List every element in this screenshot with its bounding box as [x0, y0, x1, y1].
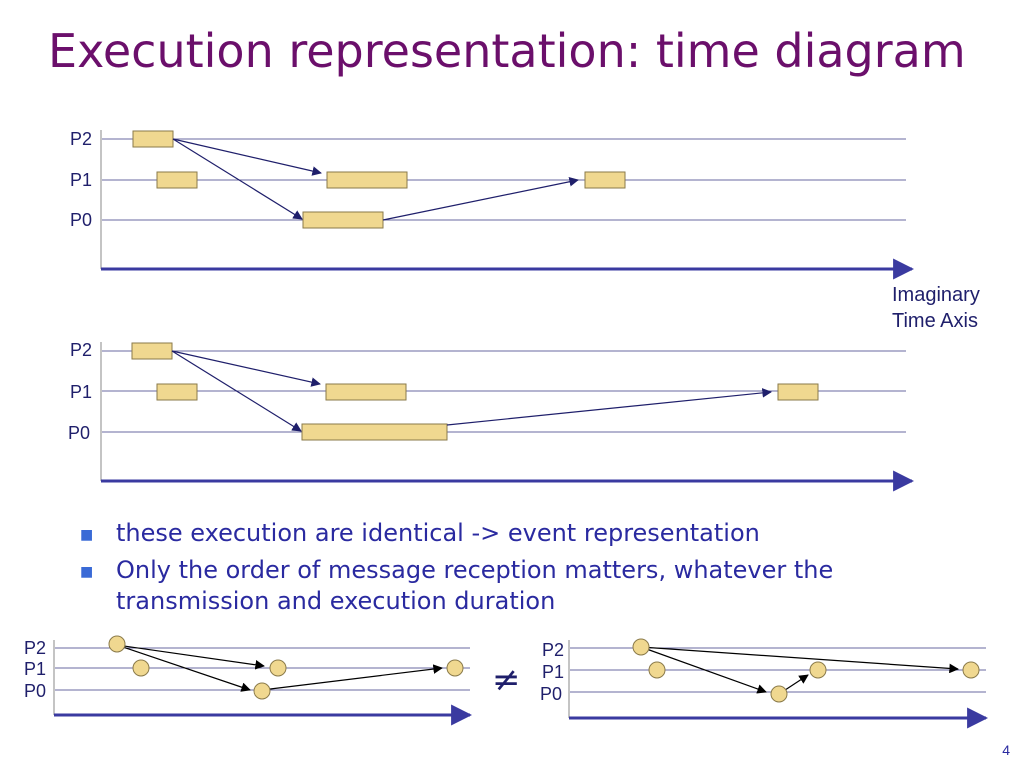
event-diagram-right: P2 P1 P0 — [540, 638, 989, 729]
process-label-p0: P0 — [540, 684, 562, 704]
message-arrow — [640, 646, 959, 674]
process-label-p2: P2 — [70, 129, 92, 149]
time-diagram-1: P2 P1 P0 — [70, 129, 915, 280]
message-arrow — [171, 350, 302, 432]
event-dot-p1 — [962, 661, 980, 679]
process-label-p1: P1 — [24, 659, 46, 679]
execution-box-p1-c — [777, 383, 819, 401]
execution-box-p1-a — [156, 383, 198, 401]
execution-box-p1-c — [584, 171, 626, 189]
message-arrow — [261, 664, 443, 691]
process-label-p1: P1 — [70, 170, 92, 190]
process-label-p0: P0 — [70, 210, 92, 230]
execution-box-p2 — [131, 342, 173, 360]
square-bullet-icon: ■ — [80, 564, 94, 580]
message-arrow — [172, 138, 322, 176]
event-dot-p2 — [632, 638, 650, 656]
message-arrow — [172, 138, 303, 220]
event-dot-p0 — [770, 685, 788, 703]
process-label-p0: P0 — [68, 423, 90, 443]
event-dot-p0 — [253, 682, 271, 700]
process-label-p2: P2 — [70, 340, 92, 360]
bullet-text: Only the order of message reception matt… — [116, 556, 834, 615]
square-bullet-icon: ■ — [80, 527, 94, 543]
time-axis-label: Imaginary Time Axis — [892, 282, 980, 334]
time-axis-label-line1: Imaginary — [892, 284, 980, 306]
execution-box-p1-b — [326, 171, 408, 189]
event-dot-p1 — [446, 659, 464, 677]
message-arrow — [171, 350, 321, 387]
execution-box-p1-b — [325, 383, 407, 401]
execution-box-p0 — [301, 423, 448, 441]
event-dot-p1 — [269, 659, 287, 677]
message-arrow — [446, 388, 772, 426]
event-dot-p1 — [648, 661, 666, 679]
not-equal-symbol: ≠ — [492, 660, 521, 700]
bullet-text: these execution are identical -> event r… — [116, 519, 760, 547]
time-axis-label-line2: Time Axis — [892, 310, 978, 332]
event-dot-p1 — [809, 661, 827, 679]
process-label-p2: P2 — [24, 638, 46, 658]
event-dot-p1 — [132, 659, 150, 677]
page-number: 4 — [1002, 742, 1010, 758]
message-arrow — [116, 644, 265, 670]
event-diagram-left: P2 P1 P0 — [24, 635, 473, 726]
process-label-p1: P1 — [70, 382, 92, 402]
message-arrow — [640, 646, 767, 694]
time-diagram-2: P2 P1 P0 — [68, 340, 915, 492]
event-dot-p2 — [108, 635, 126, 653]
execution-box-p1-a — [156, 171, 198, 189]
process-label-p2: P2 — [542, 640, 564, 660]
bullet-item: ■ these execution are identical -> event… — [80, 518, 900, 549]
process-label-p1: P1 — [542, 662, 564, 682]
slide-title: Execution representation: time diagram — [48, 24, 966, 78]
execution-box-p0 — [302, 211, 384, 229]
bullet-list: ■ these execution are identical -> event… — [80, 518, 900, 623]
message-arrow — [116, 644, 251, 692]
message-arrow — [382, 177, 579, 221]
process-label-p0: P0 — [24, 681, 46, 701]
execution-box-p2 — [132, 130, 174, 148]
bullet-item: ■ Only the order of message reception ma… — [80, 555, 900, 617]
